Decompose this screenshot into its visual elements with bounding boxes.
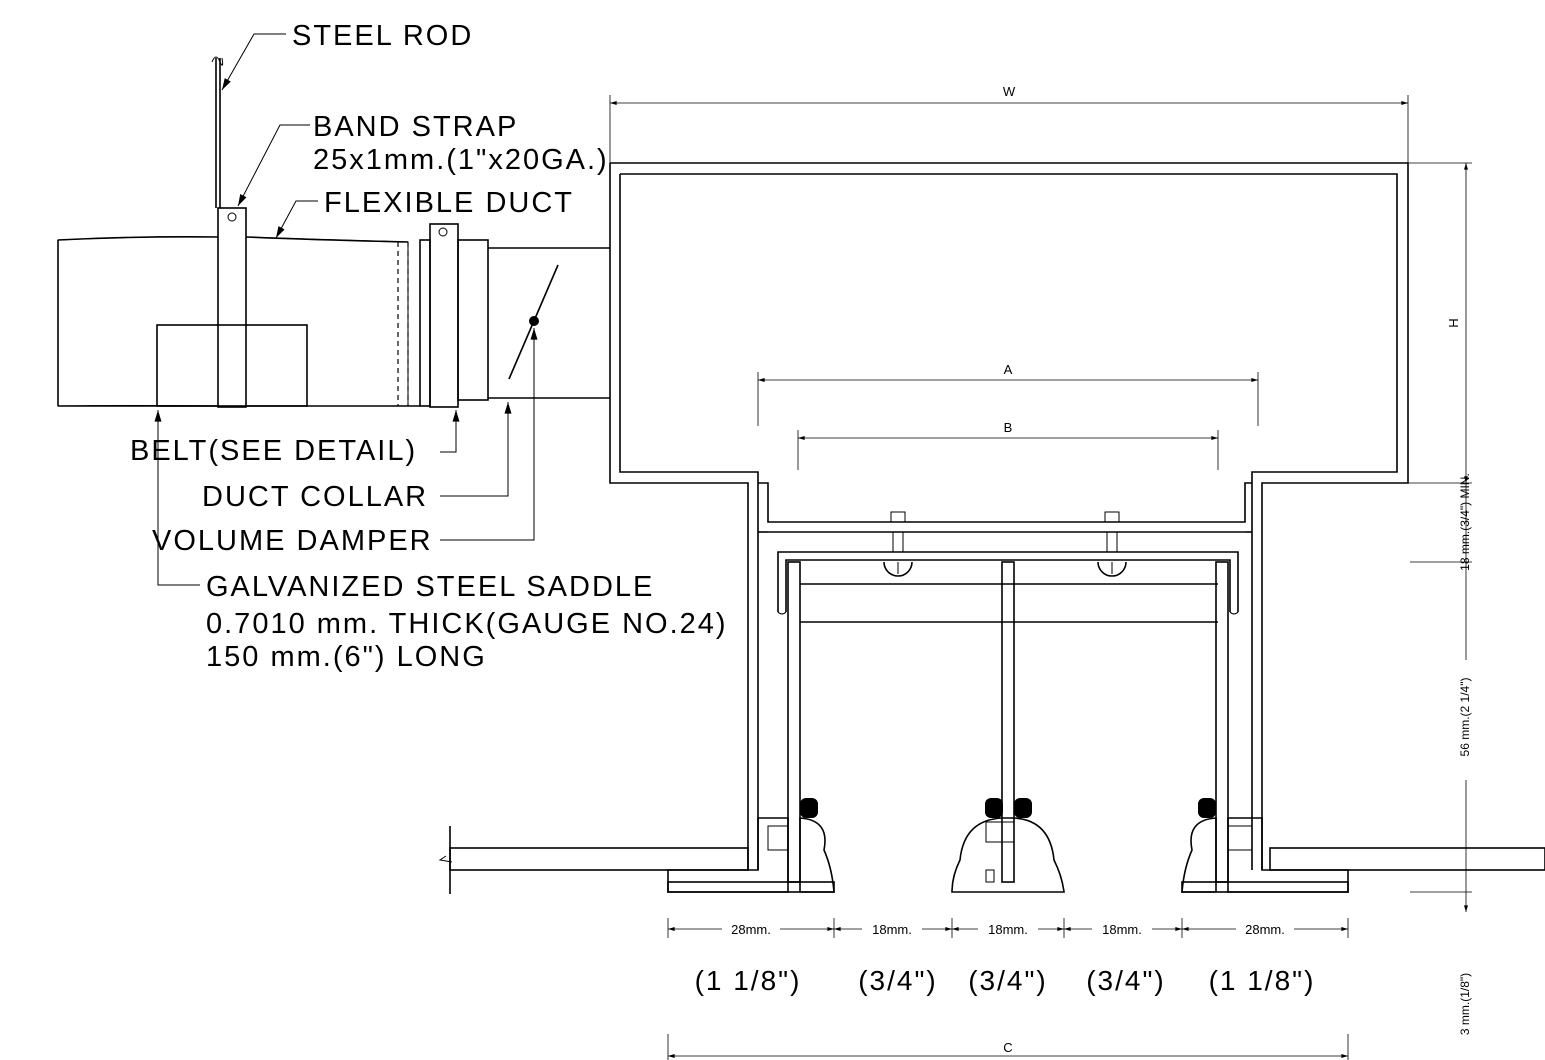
- volume-damper: [508, 264, 559, 380]
- slot-inches-4: (3/4"): [1086, 965, 1166, 996]
- dimension-slots: [667, 918, 1349, 938]
- mounting-bracket: [777, 551, 1239, 623]
- flexible-duct: [57, 236, 420, 407]
- label-band-strap-size: 25x1mm.(1"x20GA.): [313, 144, 609, 176]
- dimension-c-label: C: [1003, 1040, 1012, 1055]
- slot-blades: [787, 561, 1229, 883]
- leader-flexible-duct: [275, 200, 318, 239]
- slot-seals: [800, 798, 1216, 818]
- label-saddle-line3: 150 mm.(6") LONG: [206, 641, 487, 673]
- leader-band-strap: [237, 124, 310, 207]
- plenum-box: [609, 162, 1409, 870]
- dimension-c: [667, 1034, 1349, 1060]
- dimension-gap-18-min-label: 18 mm.(3/4") MIN.: [1458, 473, 1472, 571]
- leader-saddle: [154, 409, 200, 586]
- dimension-height-56-label: 56 mm.(2 1/4"): [1458, 678, 1472, 757]
- ceiling-left: [438, 826, 749, 894]
- leader-steel-rod: [221, 33, 286, 91]
- diffuser-frame-right: [1181, 817, 1349, 893]
- dimension-gap-18-min: [1410, 483, 1472, 563]
- ceiling-right: [1269, 847, 1545, 871]
- adjusting-screw-right: [1097, 511, 1127, 577]
- band-strap-left: [217, 207, 247, 408]
- dimension-height-56: [1410, 562, 1472, 871]
- label-belt: BELT(SEE DETAIL): [130, 435, 417, 467]
- label-flexible-duct: FLEXIBLE DUCT: [324, 187, 574, 219]
- slot-dimension-3: 18mm.: [988, 922, 1028, 937]
- leader-volume-damper: [440, 327, 538, 541]
- dimension-flange-3-label: 3 mm.(1/8"): [1458, 973, 1472, 1035]
- dimension-h-label: H: [1446, 318, 1461, 327]
- dimension-flange-3: [1410, 870, 1472, 912]
- steel-rod: [211, 56, 224, 208]
- slot-inches-3: (3/4"): [968, 965, 1048, 996]
- label-volume-damper: VOLUME DAMPER: [152, 525, 433, 557]
- slot-inches-5: (1 1/8"): [1209, 965, 1316, 996]
- dimension-w: [609, 95, 1409, 163]
- label-saddle-line1: GALVANIZED STEEL SADDLE: [206, 571, 654, 603]
- label-saddle-line2: 0.7010 mm. THICK(GAUGE NO.24): [206, 608, 728, 640]
- slot-dimension-5: 28mm.: [1245, 922, 1285, 937]
- slot-dimension-1: 28mm.: [731, 922, 771, 937]
- duct-collar: [488, 247, 610, 399]
- dimension-b: [797, 430, 1219, 470]
- slot-inches-2: (3/4"): [858, 965, 938, 996]
- dimension-a: [757, 372, 1259, 426]
- belt-band: [419, 223, 489, 408]
- diffuser-tray: [758, 482, 1252, 533]
- label-steel-rod: STEEL ROD: [292, 20, 473, 52]
- label-band-strap: BAND STRAP: [313, 111, 518, 143]
- slot-dimension-2: 18mm.: [872, 922, 912, 937]
- dimension-w-label: W: [1003, 84, 1016, 99]
- pattern-controllers: [799, 817, 1217, 893]
- leader-duct-collar: [440, 401, 512, 497]
- slot-dimension-4: 18mm.: [1102, 922, 1142, 937]
- slot-inches-1: (1 1/8"): [695, 965, 802, 996]
- dimension-a-label: A: [1004, 362, 1013, 377]
- leader-belt: [440, 409, 460, 453]
- label-duct-collar: DUCT COLLAR: [202, 481, 428, 513]
- diffuser-frame-left: [667, 817, 835, 893]
- dimension-h: [1262, 162, 1472, 484]
- galvanized-steel-saddle: [156, 324, 308, 407]
- adjusting-screw-left: [883, 511, 913, 577]
- dimension-b-label: B: [1004, 420, 1013, 435]
